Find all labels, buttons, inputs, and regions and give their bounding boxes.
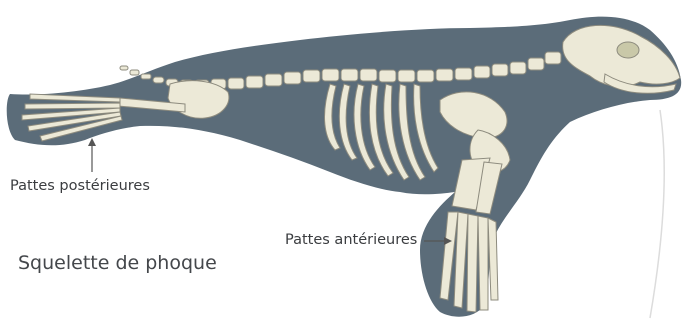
skull-eye-socket — [617, 42, 639, 58]
page-edge — [650, 110, 664, 318]
fore-flipper-bones — [440, 212, 498, 312]
diagram-caption: Squelette de phoque — [18, 252, 217, 274]
hind-flippers-label: Pattes postérieures — [10, 178, 150, 194]
fore-flippers-label: Pattes antérieures — [285, 232, 417, 248]
hind-flipper-leader-arrow — [88, 138, 96, 146]
